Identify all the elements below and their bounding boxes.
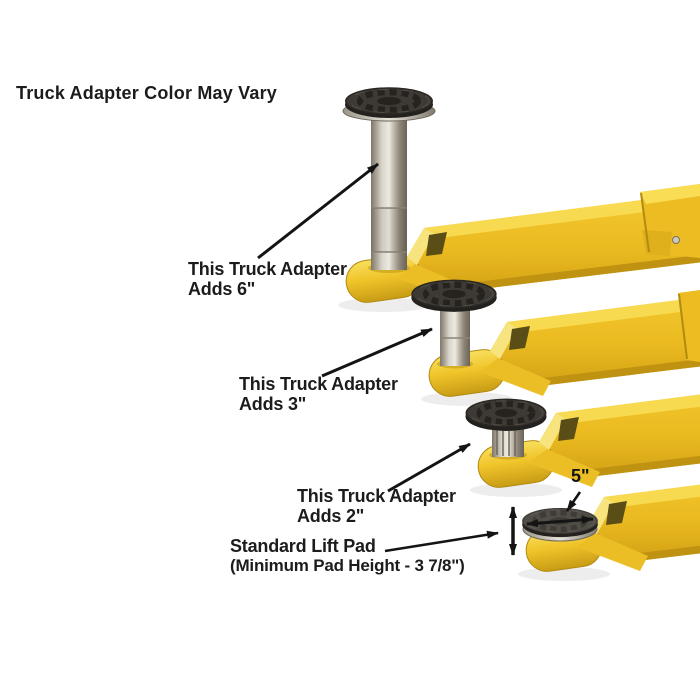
label-pad-diameter: 5" (571, 466, 590, 486)
label-adapter-3in-line1: This Truck Adapter (239, 374, 398, 394)
arm2-outer-section (678, 290, 700, 362)
truck-adapter-2in (466, 399, 547, 460)
adapter-3in-rubber-pad (411, 280, 496, 312)
label-adapter-6in: This Truck Adapter Adds 6" (188, 259, 347, 299)
label-adapter-2in: This Truck Adapter Adds 2" (297, 486, 456, 526)
pointer-arrow-6in (257, 162, 379, 260)
pointer-arrow-5in (565, 491, 582, 512)
dimension-arrow-pad-diameter (526, 515, 594, 528)
label-adapter-3in: This Truck Adapter Adds 3" (239, 374, 398, 414)
adapter-3in-post (440, 305, 470, 366)
adapter-6in-post (371, 113, 407, 270)
label-adapter-6in-line2: Adds 6" (188, 279, 256, 299)
truck-adapter-3in (411, 280, 496, 369)
label-adapter-6in-line1: This Truck Adapter (188, 259, 347, 279)
label-standard-pad-line2: (Minimum Pad Height - 3 7/8") (230, 556, 465, 575)
pointer-arrow-standard-pad (384, 530, 499, 553)
figure-title: Truck Adapter Color May Vary (16, 83, 278, 103)
label-standard-pad-line1: Standard Lift Pad (230, 536, 376, 556)
label-adapter-2in-line1: This Truck Adapter (297, 486, 456, 506)
annotation-arrows (257, 162, 594, 556)
label-adapter-2in-line2: Adds 2" (297, 506, 365, 526)
truck-adapter-6in (343, 88, 435, 273)
arm1-pin (672, 236, 680, 244)
label-standard-lift-pad: Standard Lift Pad (Minimum Pad Height - … (230, 536, 465, 576)
lift-arm-2 (420, 283, 700, 407)
pointer-arrow-2in (387, 442, 471, 493)
label-adapter-3in-line2: Adds 3" (239, 394, 307, 414)
lift-arm-1 (337, 184, 700, 313)
adapter-2in-rubber-pad (466, 399, 547, 431)
pointer-arrow-3in (321, 327, 433, 378)
adapter-6in-rubber-pad (345, 88, 433, 119)
